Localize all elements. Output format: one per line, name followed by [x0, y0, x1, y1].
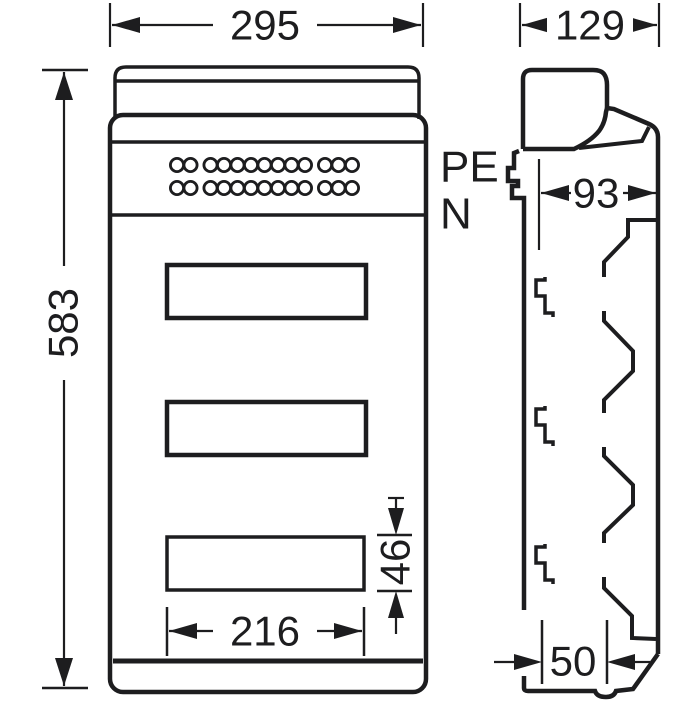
dim-cutout-height-label: 46: [372, 539, 419, 586]
side-inner-step-bottom: [602, 577, 657, 641]
label-mask: [213, 609, 317, 653]
din-cutout-2: [164, 399, 369, 458]
arrow-right: [393, 17, 421, 33]
terminal-hole: [202, 179, 219, 196]
terminal-hole: [256, 179, 273, 196]
din-cutout-1: [164, 262, 369, 321]
arrow-up: [388, 591, 404, 618]
terminal-hole: [182, 179, 199, 196]
pe-terminal-label: PE: [440, 143, 499, 192]
dimension-depth-129: 129: [518, 2, 661, 49]
terminal-hole: [316, 179, 333, 196]
terminal-labels: PE N: [440, 143, 499, 239]
terminal-hole: [296, 179, 313, 196]
arrow-left: [522, 17, 550, 33]
side-view: [505, 67, 661, 700]
arrow-left: [169, 623, 197, 639]
terminal-hole: [330, 179, 347, 196]
terminal-hole: [296, 156, 313, 173]
arrow-left-into: [607, 654, 635, 670]
dim-inner-depth-label: 93: [573, 170, 620, 217]
front-cap-outline: [113, 65, 421, 119]
side-inner-chevron-1: [602, 311, 635, 413]
terminal-hole: [242, 179, 259, 196]
terminal-hole: [330, 156, 347, 173]
terminal-hole: [269, 179, 286, 196]
arrow-right: [629, 17, 657, 33]
terminal-hole: [215, 156, 232, 173]
terminal-hole: [283, 156, 300, 173]
dimension-cutout-width-216: 216: [165, 607, 366, 656]
dimension-width-295: 295: [108, 2, 425, 49]
label-mask: [571, 171, 623, 215]
dimension-base-depth-50: 50: [494, 620, 650, 685]
front-view: [107, 65, 429, 695]
dimension-inner-depth-93: 93: [537, 159, 656, 250]
side-inner-step-top: [602, 218, 656, 277]
arrow-right: [334, 623, 362, 639]
side-clip-3: [534, 544, 555, 584]
side-hood-bottom: [523, 107, 610, 152]
arrow-left: [112, 17, 140, 33]
arrow-right-into: [514, 654, 542, 670]
dim-base-depth-label: 50: [550, 638, 597, 685]
arrow-left: [541, 185, 569, 201]
side-clip-2: [534, 406, 555, 446]
terminal-holes: [168, 156, 360, 196]
arrow-right: [628, 185, 656, 201]
terminal-hole: [168, 179, 185, 196]
terminal-hole: [283, 179, 300, 196]
n-terminal-label: N: [440, 190, 472, 239]
side-clip-1: [534, 277, 555, 317]
arrow-down: [55, 658, 73, 686]
side-neck-line: [578, 126, 651, 150]
terminal-hole: [229, 179, 246, 196]
side-bottom-edge: [521, 652, 660, 700]
side-inner-chevron-2: [602, 447, 635, 543]
terminal-hole: [269, 156, 286, 173]
terminal-hole: [242, 156, 259, 173]
terminal-hole: [215, 179, 232, 196]
dim-cutout-width-label: 216: [230, 608, 300, 655]
dimension-cutout-height-46: 46: [372, 496, 419, 634]
terminal-hole: [182, 156, 199, 173]
terminal-hole: [343, 179, 360, 196]
terminal-hole: [343, 156, 360, 173]
din-cutout-3: [165, 535, 366, 592]
side-right-edge: [606, 105, 661, 654]
arrow-down: [388, 508, 404, 535]
dim-height-label: 583: [40, 288, 87, 358]
terminal-hole: [202, 156, 219, 173]
side-left-edge: [505, 148, 527, 610]
label-mask: [213, 2, 317, 48]
arrow-up: [55, 72, 73, 100]
terminal-hole: [316, 156, 333, 173]
dimension-height-583: 583: [40, 68, 88, 690]
dim-width-label: 295: [230, 2, 300, 49]
front-body-outline: [107, 112, 429, 695]
label-mask: [547, 2, 633, 48]
terminal-hole: [256, 156, 273, 173]
dim-depth-label: 129: [555, 2, 625, 49]
terminal-hole: [168, 156, 185, 173]
side-hood-outline: [520, 67, 610, 149]
terminal-hole: [229, 156, 246, 173]
label-mask: [40, 266, 87, 380]
